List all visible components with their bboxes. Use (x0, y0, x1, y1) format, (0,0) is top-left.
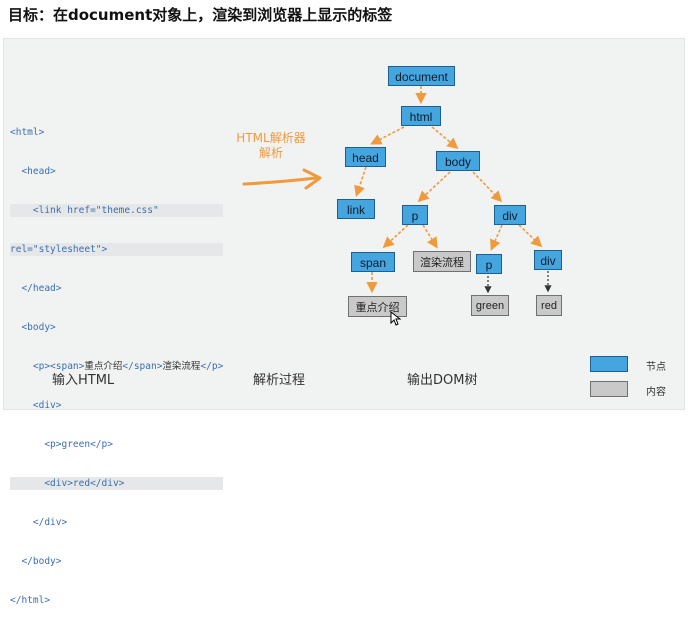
parser-label-line2: 解析 (258, 146, 283, 160)
edge-head-link (354, 166, 367, 198)
dom-node-p-inner: p (476, 254, 502, 274)
code-line: <p>green</p> (10, 439, 113, 450)
dom-node-html: html (401, 106, 441, 126)
legend-node-label: 节点 (646, 362, 666, 373)
edge-html-body (431, 126, 459, 150)
code-line: </body> (10, 556, 62, 567)
legend-content-label: 内容 (646, 387, 666, 398)
code-line: <head> (10, 166, 56, 177)
mouse-cursor-icon (390, 311, 402, 326)
legend-content-swatch (590, 381, 628, 397)
code-line: </head> (10, 283, 62, 294)
edge-body-div (472, 171, 503, 203)
code-line: </div> (10, 517, 68, 528)
caption-output-dom: 输出DOM树 (407, 373, 478, 388)
code-line: <link href="theme.css" (10, 204, 224, 217)
legend-node-swatch (590, 356, 628, 372)
code-line: <body> (10, 322, 56, 333)
content-red: red (536, 295, 562, 316)
dom-node-p: p (402, 205, 428, 225)
dom-tree-edges (354, 86, 552, 294)
parser-label: HTML解析器 解析 (236, 131, 306, 161)
code-line: <div>red</div> (10, 477, 224, 490)
dom-node-span: span (351, 252, 395, 272)
caption-input-html: 输入HTML (52, 373, 115, 388)
slide-area (3, 38, 685, 410)
edge-div-div (518, 224, 543, 248)
caption-parse-process: 解析过程 (253, 373, 306, 388)
edge-body-p (417, 171, 451, 203)
content-render-flow: 渲染流程 (413, 251, 471, 272)
page-title: 目标：在document对象上，渲染到浏览器上显示的标签 (8, 6, 393, 24)
edge-div-p (490, 224, 503, 251)
dom-node-body: body (436, 151, 480, 171)
content-key-intro: 重点介绍 (348, 296, 407, 317)
edge-html-head (370, 126, 405, 145)
code-line: rel="stylesheet"> (10, 243, 224, 256)
dom-node-div-inner: div (534, 250, 562, 270)
parser-label-line1: HTML解析器 (236, 131, 306, 145)
content-green: green (471, 295, 509, 316)
dom-node-link: link (337, 199, 375, 219)
code-line: <div> (10, 400, 62, 411)
dom-node-document: document (388, 66, 455, 86)
code-line: <html> (10, 127, 45, 138)
code-line: </html> (10, 595, 51, 606)
edge-p-text (422, 224, 438, 249)
parse-arrow-icon (242, 168, 322, 190)
dom-node-head: head (345, 147, 386, 167)
edge-p-span (382, 224, 409, 249)
dom-node-div: div (494, 205, 526, 225)
code-line: <p><span>重点介绍</span>渲染流程</p> (10, 361, 224, 372)
